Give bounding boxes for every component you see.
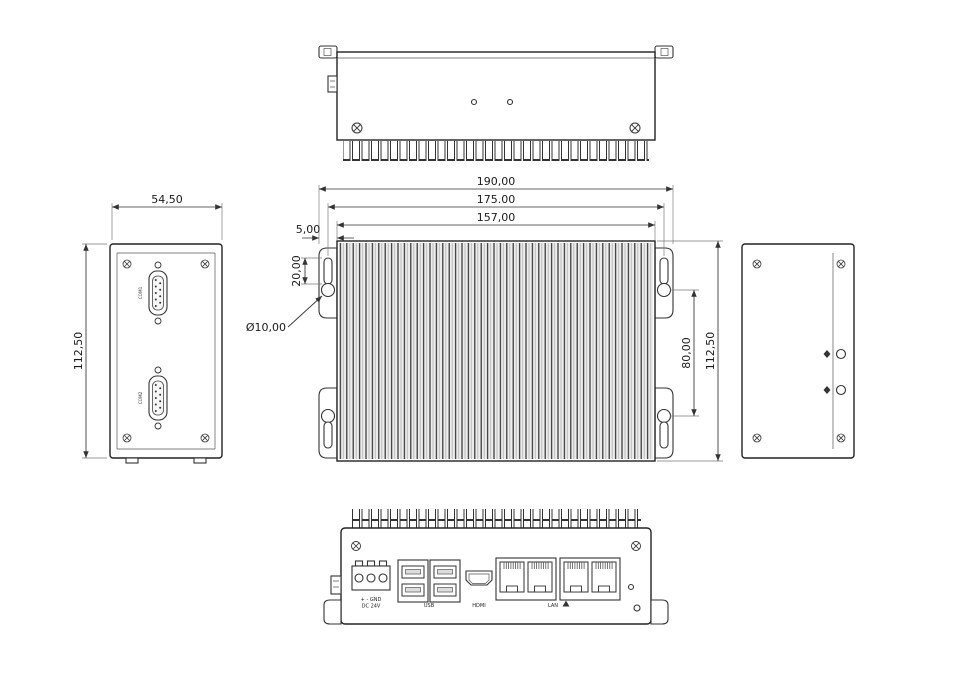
- dim-body-width-text: 157,00: [477, 211, 516, 224]
- dim-body-width: 157,00: [336, 211, 656, 240]
- screw-icon: [351, 122, 363, 134]
- com2-label: COM2: [138, 391, 143, 404]
- screw-icon: [351, 541, 361, 551]
- panel-hole: [835, 384, 847, 396]
- panel-hole: [627, 583, 635, 591]
- dim-height-right-text: 112,50: [704, 332, 717, 371]
- bump-detail: [330, 80, 335, 88]
- dim-depth: 54,50: [111, 193, 223, 240]
- vent-hole: [506, 98, 514, 106]
- top-left-bracket-ear: [318, 45, 338, 59]
- diamond-mark: [823, 386, 831, 394]
- dim-slot-length-text: 20,00: [290, 255, 303, 287]
- screw-icon: [629, 122, 641, 134]
- dim-hole-diameter: Ø10,00: [246, 295, 323, 334]
- usb-ports: [397, 559, 461, 603]
- lan-label: LAN: [548, 603, 558, 609]
- com1-label: COM1: [138, 286, 143, 299]
- left-view-body: [109, 243, 223, 459]
- dim-depth-text: 54,50: [151, 193, 183, 206]
- usb-label: USB: [424, 603, 435, 609]
- screw-icon: [752, 433, 762, 443]
- screw-icon: [200, 259, 210, 269]
- dim-overall-width: 190,00: [318, 175, 674, 244]
- right-view-body: [741, 243, 855, 459]
- screw-icon: [122, 259, 132, 269]
- dim-mount-height: 80,00: [670, 289, 699, 417]
- screw-icon: [122, 433, 132, 443]
- diamond-mark: [823, 350, 831, 358]
- dim-mount-width-text: 175.00: [477, 193, 516, 206]
- bump-detail: [333, 580, 339, 588]
- power-terminal-block: [351, 560, 391, 591]
- screw-icon: [836, 259, 846, 269]
- bottom-right-bracket-ear: [650, 599, 669, 625]
- dim-height-right: 112,50: [657, 240, 723, 462]
- hdmi-port: [465, 570, 493, 586]
- power-pins-label: + - GND: [361, 597, 382, 603]
- hdmi-port-inner: [468, 573, 490, 584]
- power-label: DC 24V: [362, 604, 381, 610]
- lan-triangle-icon: [562, 600, 570, 607]
- dim-overall-width-text: 190,00: [477, 175, 516, 188]
- dim-mount-width: 175.00: [327, 193, 665, 256]
- keyhole-slots: [320, 257, 672, 449]
- dim-mount-height-text: 80,00: [680, 337, 693, 369]
- dim-height-left: 112,50: [72, 243, 107, 459]
- vent-hole: [470, 98, 478, 106]
- screw-icon: [836, 433, 846, 443]
- ear-notch: [323, 48, 332, 56]
- screw-icon: [631, 541, 641, 551]
- screw-icon: [200, 433, 210, 443]
- top-view-body: [336, 51, 656, 141]
- ear-notch: [660, 48, 669, 56]
- lan-ports: [495, 557, 621, 601]
- top-view: [318, 45, 674, 161]
- bottom-view: + - GND DC 24V USB HDMI LAN: [323, 509, 669, 625]
- dim-ear-offset-text: 5,00: [296, 223, 321, 236]
- top-view-heatsink-fins: [343, 141, 649, 161]
- heatsink-fins: [339, 243, 653, 459]
- side-connector-bump: [330, 575, 342, 595]
- dim-slot-length: 20,00: [290, 255, 322, 287]
- foot-tab: [125, 457, 139, 464]
- top-right-bracket-ear: [654, 45, 674, 59]
- bottom-view-heatsink-fins: [351, 509, 641, 528]
- left-side-view: COM1 COM2: [109, 243, 223, 464]
- side-connector-bump: [327, 75, 338, 93]
- left-view-panel: [116, 252, 216, 450]
- panel-hole: [633, 604, 641, 612]
- bottom-left-bracket-ear: [323, 599, 342, 625]
- foot-tab: [193, 457, 207, 464]
- dim-ear-offset: 5,00: [296, 223, 354, 241]
- panel-hole: [835, 348, 847, 360]
- right-side-view: [741, 243, 855, 459]
- hdmi-label: HDMI: [472, 603, 485, 609]
- dim-height-left-text: 112,50: [72, 332, 85, 371]
- main-view: [318, 240, 674, 462]
- screw-icon: [752, 259, 762, 269]
- dim-hole-diameter-text: Ø10,00: [246, 321, 286, 334]
